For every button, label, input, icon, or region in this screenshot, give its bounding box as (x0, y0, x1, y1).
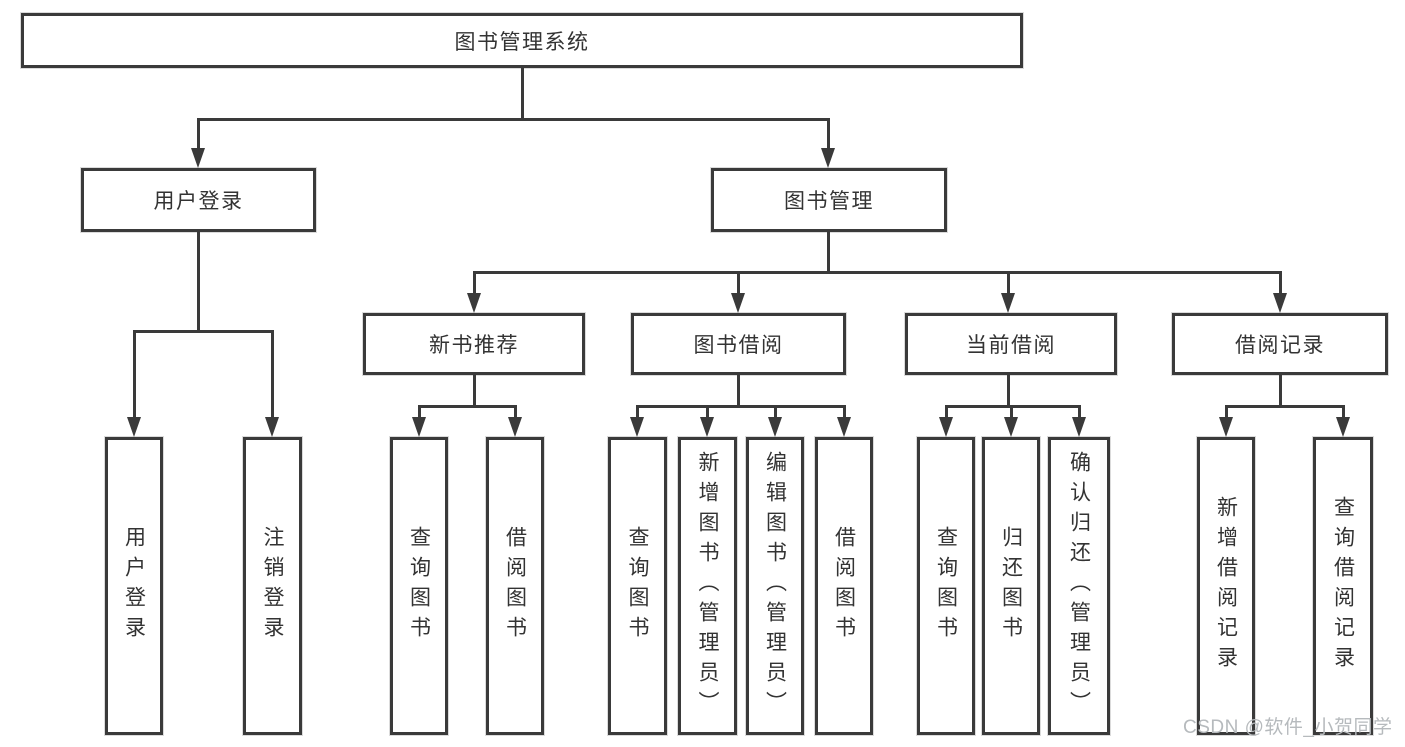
leaf-label: 注销登录 (261, 526, 285, 646)
connector-line (1007, 271, 1010, 294)
connector-line (473, 373, 476, 407)
leaf-label: 查询借阅记录 (1331, 496, 1355, 676)
connector-line (473, 271, 1281, 274)
node-library-system: 图书管理系统 (21, 13, 1023, 68)
connector-line (1225, 405, 1344, 408)
connector-line (706, 405, 709, 419)
leaf-label: 查询图书 (626, 526, 650, 646)
leaf-borrow-books-recommend: 借阅图书 (486, 437, 544, 735)
node-current-borrowing: 当前借阅 (905, 313, 1117, 375)
leaf-label: 归还图书 (999, 526, 1023, 646)
connector-line (1010, 405, 1013, 419)
leaf-user-login: 用户登录 (105, 437, 163, 735)
node-label: 用户登录 (153, 190, 244, 213)
leaf-label: 确认归还（管理员） (1067, 451, 1091, 721)
leaf-query-books-borrow: 查询图书 (608, 437, 667, 735)
leaf-label: 借阅图书 (503, 526, 527, 646)
arrowhead-icon (127, 417, 141, 437)
leaf-query-books-recommend: 查询图书 (390, 437, 448, 735)
connector-line (1279, 271, 1282, 294)
node-label: 图书借阅 (693, 334, 784, 357)
node-book-management: 图书管理 (711, 168, 947, 232)
node-book-borrowing: 图书借阅 (631, 313, 846, 375)
node-label: 新书推荐 (429, 334, 519, 357)
connector-line (1078, 405, 1081, 419)
node-new-book-recommend: 新书推荐 (363, 313, 585, 375)
leaf-query-borrow-record: 查询借阅记录 (1313, 437, 1373, 735)
leaf-confirm-return-admin: 确认归还（管理员） (1048, 437, 1110, 735)
connector-line (1007, 373, 1010, 407)
leaf-label: 查询图书 (407, 526, 431, 646)
connector-line (774, 405, 777, 419)
arrowhead-icon (731, 293, 745, 313)
arrowhead-icon (412, 417, 426, 437)
arrowhead-icon (1004, 417, 1018, 437)
connector-line (1342, 405, 1345, 419)
connector-line (271, 330, 274, 418)
arrowhead-icon (1273, 293, 1287, 313)
connector-line (1279, 373, 1282, 407)
arrowhead-icon (191, 148, 205, 168)
leaf-logout: 注销登录 (243, 437, 302, 735)
arrowhead-icon (1072, 417, 1086, 437)
arrowhead-icon (467, 293, 481, 313)
leaf-label: 新增借阅记录 (1214, 496, 1238, 676)
arrowhead-icon (1001, 293, 1015, 313)
connector-line (843, 405, 846, 419)
arrowhead-icon (768, 417, 782, 437)
arrowhead-icon (1219, 417, 1233, 437)
leaf-return-books: 归还图书 (982, 437, 1040, 735)
arrowhead-icon (837, 417, 851, 437)
connector-line (133, 330, 136, 418)
arrowhead-icon (939, 417, 953, 437)
connector-line (1225, 405, 1228, 419)
leaf-add-book-admin: 新增图书（管理员） (678, 437, 737, 735)
arrowhead-icon (508, 417, 522, 437)
arrowhead-icon (1336, 417, 1350, 437)
leaf-query-books-current: 查询图书 (917, 437, 975, 735)
leaf-borrow-books: 借阅图书 (815, 437, 873, 735)
connector-line (945, 405, 948, 419)
connector-line (636, 405, 845, 408)
connector-line (521, 66, 524, 120)
node-label: 图书管理 (784, 190, 874, 213)
connector-line (473, 271, 476, 294)
connector-line (197, 118, 830, 121)
connector-line (827, 118, 830, 150)
connector-line (514, 405, 517, 419)
node-borrowing-records: 借阅记录 (1172, 313, 1388, 375)
connector-line (197, 230, 200, 332)
csdn-watermark: CSDN @软件_小贺同学 (1183, 717, 1393, 738)
node-label: 借阅记录 (1235, 334, 1325, 357)
connector-line (418, 405, 517, 408)
connector-line (737, 271, 740, 294)
connector-line (133, 330, 273, 333)
node-label: 图书管理系统 (454, 30, 590, 54)
connector-line (636, 405, 639, 419)
connector-line (418, 405, 421, 419)
arrowhead-icon (821, 148, 835, 168)
leaf-label: 查询图书 (934, 526, 958, 646)
arrowhead-icon (265, 417, 279, 437)
leaf-add-borrow-record: 新增借阅记录 (1197, 437, 1255, 735)
node-user-login: 用户登录 (81, 168, 316, 232)
connector-line (737, 373, 740, 407)
leaf-label: 用户登录 (122, 526, 146, 646)
arrowhead-icon (700, 417, 714, 437)
connector-line (197, 118, 200, 150)
leaf-label: 编辑图书（管理员） (763, 451, 787, 721)
node-label: 当前借阅 (966, 334, 1056, 357)
leaf-edit-book-admin: 编辑图书（管理员） (746, 437, 804, 735)
connector-line (827, 230, 830, 274)
leaf-label: 借阅图书 (832, 526, 856, 646)
leaf-label: 新增图书（管理员） (696, 451, 720, 721)
arrowhead-icon (630, 417, 644, 437)
